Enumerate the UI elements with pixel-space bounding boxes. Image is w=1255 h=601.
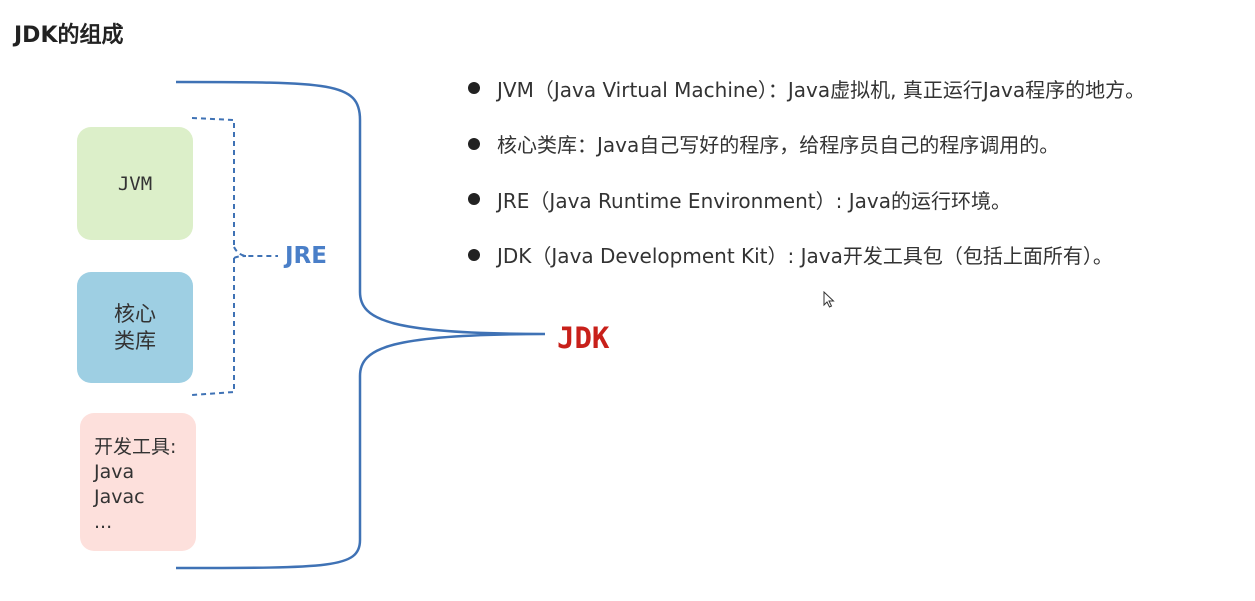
jre-label: JRE — [285, 243, 327, 269]
page-title: JDK的组成 — [14, 23, 124, 48]
jvm-box: JVM — [77, 127, 193, 240]
list-item: JRE（Java Runtime Environment）: Java的运行环境… — [468, 181, 1248, 217]
jdk-label: JDK — [557, 321, 610, 355]
bullet-text: JRE（Java Runtime Environment）: Java的运行环境… — [497, 188, 1011, 213]
bullet-text: JDK（Java Development Kit）: Java开发工具包（包括上… — [497, 244, 1113, 268]
core-library-box: 核心 类库 — [77, 272, 193, 383]
jre-dashed-bracket — [191, 117, 235, 396]
dev-tools-box: 开发工具: Java Javac ... — [80, 413, 196, 551]
bullet-dot-icon — [468, 193, 480, 205]
bullet-text: JVM（Java Virtual Machine）：Java虚拟机, 真正运行J… — [497, 77, 1146, 102]
tools-box-line-1: 开发工具: — [94, 436, 177, 458]
tools-box-line-3: Javac — [94, 486, 145, 508]
mouse-pointer-icon — [823, 291, 835, 308]
list-item: JDK（Java Development Kit）: Java开发工具包（包括上… — [468, 237, 1248, 273]
tools-box-line-4: ... — [94, 511, 113, 533]
tools-box-line-2: Java — [94, 461, 135, 483]
core-box-line-1: 核心 — [114, 301, 156, 326]
list-item: JVM（Java Virtual Machine）：Java虚拟机, 真正运行J… — [468, 70, 1248, 106]
bullet-list: JVM（Java Virtual Machine）：Java虚拟机, 真正运行J… — [468, 70, 1248, 292]
jre-dashed-connector — [233, 246, 278, 259]
list-item: 核心类库：Java自己写好的程序，给程序员自己的程序调用的。 — [468, 126, 1248, 162]
bullet-text: 核心类库：Java自己写好的程序，给程序员自己的程序调用的。 — [497, 133, 1060, 157]
bullet-dot-icon — [468, 248, 480, 261]
jvm-box-label: JVM — [117, 172, 153, 195]
bullet-dot-icon — [468, 137, 480, 150]
core-box-line-2: 类库 — [114, 328, 156, 353]
jdk-brace — [175, 80, 546, 570]
bullet-dot-icon — [468, 82, 480, 94]
